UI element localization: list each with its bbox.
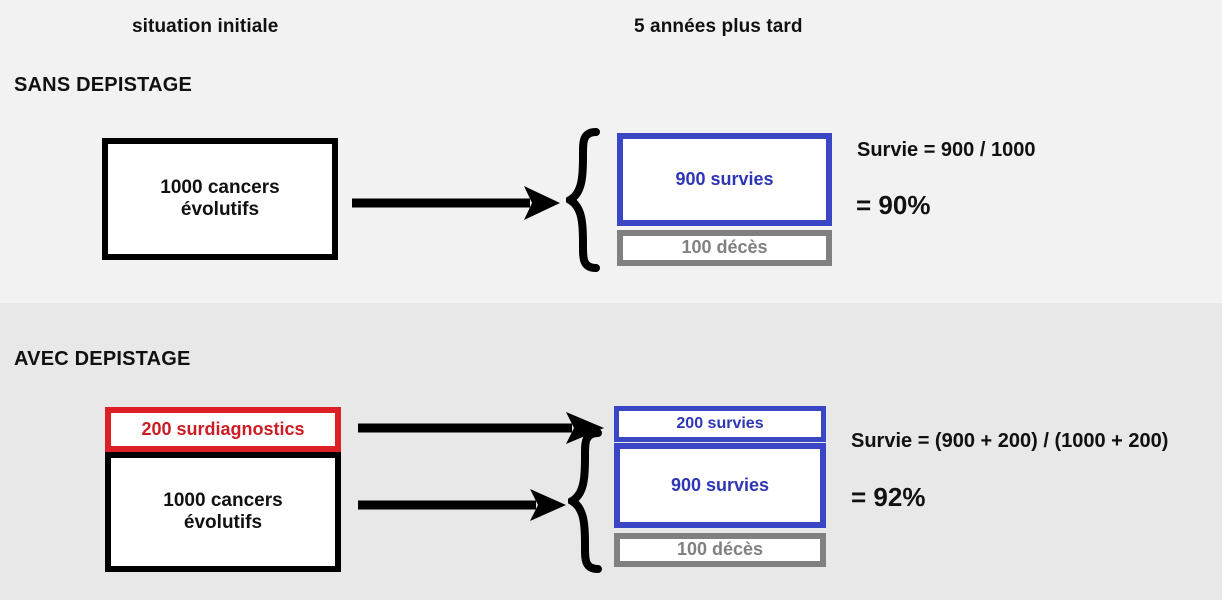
box-deaths-top-label: 100 décès bbox=[681, 237, 768, 258]
box-source-cancers-top-line1: 1000 cancers bbox=[160, 176, 280, 198]
box-source-cancers-bottom-line2: évolutifs bbox=[183, 512, 263, 533]
brace-bottom-outcome bbox=[568, 428, 604, 574]
box-deaths-bottom: 100 décès bbox=[614, 533, 826, 567]
section-heading-sans-depistage: SANS DEPISTAGE bbox=[14, 74, 193, 96]
box-survivors-bottom: 900 survies bbox=[614, 443, 826, 528]
box-survivors-top-label: 900 survies bbox=[675, 168, 774, 189]
formula-survival-percent-bottom: = 92% bbox=[851, 482, 926, 512]
arrow-bottom-source-to-outcome bbox=[358, 487, 570, 523]
box-deaths-bottom-label: 100 décès bbox=[676, 539, 764, 560]
box-survivors-top: 900 survies bbox=[617, 133, 832, 226]
box-survivors-bottom-label: 900 survies bbox=[670, 474, 770, 495]
formula-survival-percent-top: = 90% bbox=[856, 190, 931, 220]
column-header-five-years-later: 5 années plus tard bbox=[634, 16, 803, 37]
arrow-top-source-to-outcome bbox=[352, 183, 564, 223]
box-overdiagnosis-label: 200 surdiagnostics bbox=[141, 418, 305, 439]
section-heading-avec-depistage: AVEC DEPISTAGE bbox=[14, 348, 191, 370]
box-source-cancers-bottom: 1000 cancers évolutifs bbox=[105, 452, 341, 572]
box-survivors-overdiagnosed-label: 200 survies bbox=[676, 414, 764, 432]
box-overdiagnosis: 200 surdiagnostics bbox=[105, 407, 341, 452]
brace-top-outcome bbox=[566, 127, 602, 273]
formula-survival-bottom: Survie = (900 + 200) / (1000 + 200) bbox=[851, 430, 1169, 452]
column-header-initial: situation initiale bbox=[132, 16, 279, 37]
box-source-cancers-bottom-line1: 1000 cancers bbox=[163, 489, 283, 511]
formula-survival-top: Survie = 900 / 1000 bbox=[857, 139, 1036, 161]
box-source-cancers-top: 1000 cancers évolutifs bbox=[102, 138, 338, 260]
arrow-overdiagnosis-to-survivors bbox=[358, 410, 608, 446]
box-deaths-top: 100 décès bbox=[617, 230, 832, 266]
box-source-cancers-top-line2: évolutifs bbox=[180, 199, 260, 220]
box-survivors-overdiagnosed: 200 survies bbox=[614, 406, 826, 442]
